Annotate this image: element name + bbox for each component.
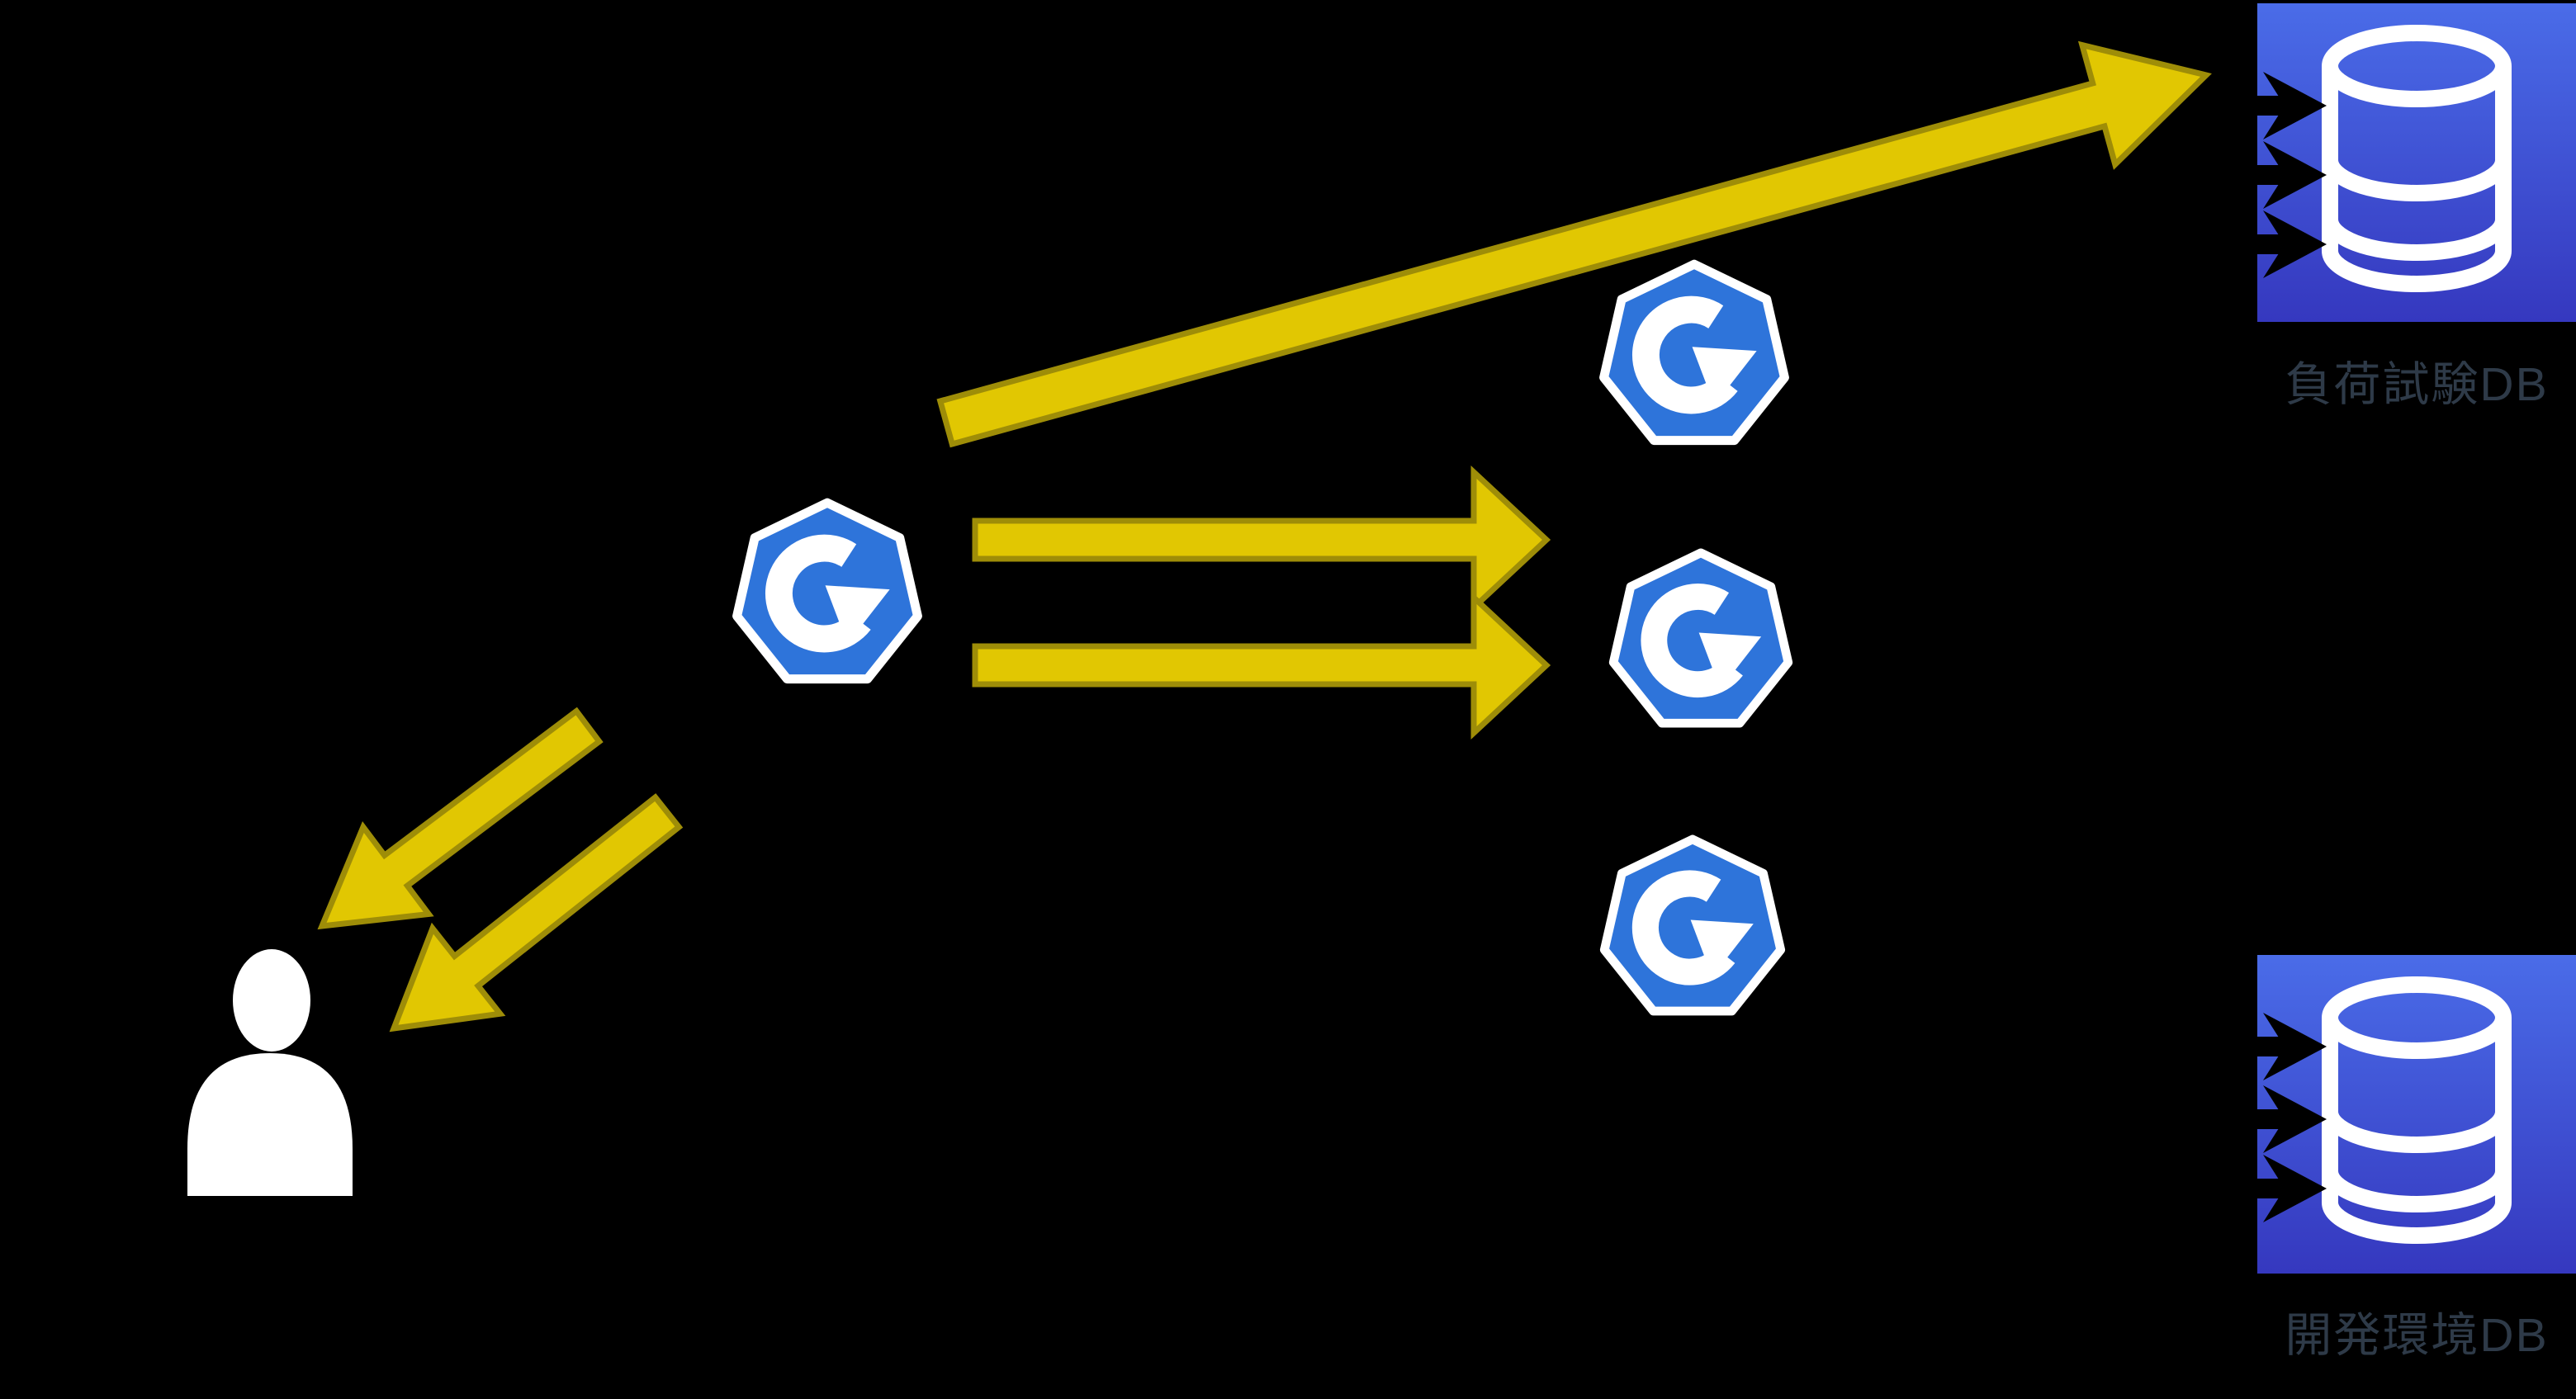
pod-icon-middle (1603, 543, 1798, 738)
load-test-db-label: 負荷試験DB (2285, 358, 2549, 411)
database-icon (2322, 976, 2512, 1244)
rotate-arrow-head (1692, 347, 1757, 405)
pod-icon-bottom (1594, 829, 1791, 1026)
arrow-to-user-upper (317, 707, 604, 930)
load-test-db-card (2257, 3, 2576, 322)
heptagon-shape (1608, 548, 1793, 728)
heptagon-shape (1599, 834, 1786, 1016)
rotate-arrow-head (825, 585, 890, 644)
db-ingress-arrow (2233, 141, 2327, 209)
db-ingress-arrow (2233, 72, 2327, 139)
db-ingress-arrow (2233, 1155, 2327, 1222)
rotate-arrow-ring (765, 534, 871, 653)
db-ingress-arrow (2233, 1013, 2327, 1080)
arrow-central-to-load-test-db (936, 40, 2212, 448)
rotate-arrow-ring (1641, 584, 1743, 698)
rotate-arrow-head (1698, 632, 1762, 689)
heptagon-shape (1599, 259, 1789, 446)
kubernetes-rollout-icon (1608, 548, 1793, 728)
person-icon (187, 949, 353, 1196)
db-ingress-arrow (2233, 210, 2327, 278)
arrow-to-user-lower (389, 793, 684, 1033)
kubernetes-rollout-icon (732, 498, 922, 684)
kubernetes-rollout-icon (1599, 259, 1789, 446)
arrow-central-to-pods-lower (972, 590, 1551, 740)
rotate-arrow-head (1690, 919, 1754, 977)
pod-icon-top (1593, 254, 1795, 456)
database-icon (2322, 25, 2512, 292)
rotate-arrow-ring (1632, 295, 1738, 414)
central-pod-icon (727, 493, 928, 694)
db-ingress-arrow (2233, 1085, 2327, 1153)
rotate-arrow-ring (1631, 870, 1735, 985)
kubernetes-rollout-icon (1599, 834, 1786, 1016)
dev-db-label: 開発環境DB (2285, 1309, 2549, 1362)
arrow-central-to-pods-upper (972, 465, 1551, 615)
heptagon-shape (732, 498, 922, 684)
